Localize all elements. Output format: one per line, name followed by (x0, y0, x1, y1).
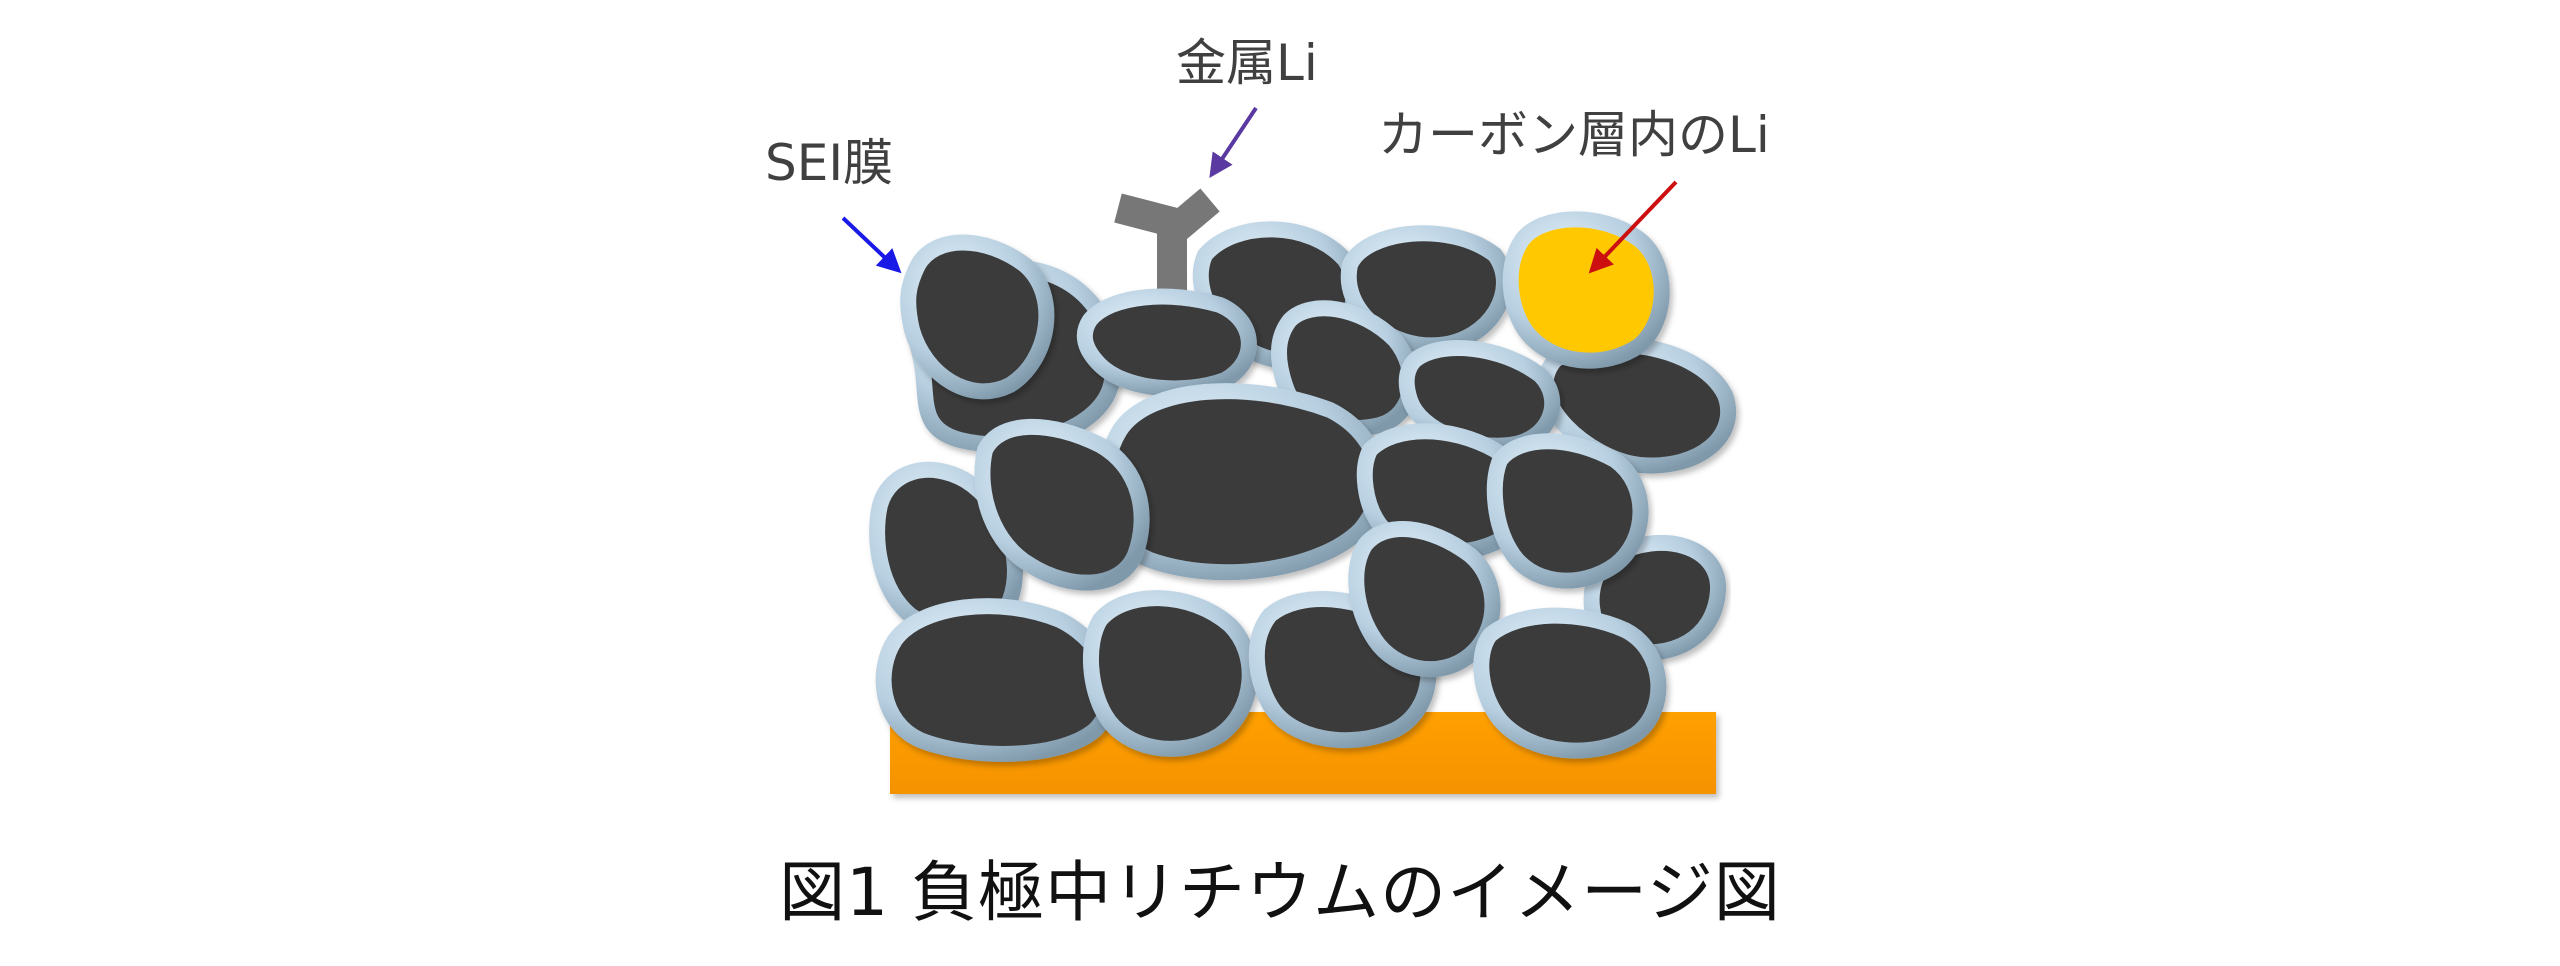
carbon-li-label: カーボン層内のLi (1378, 106, 1770, 164)
carbon-particles (869, 221, 1737, 762)
metal-li-arrow-icon (1209, 106, 1258, 178)
carbon-particle (974, 418, 1150, 591)
carbon-li-arrow-icon (1588, 180, 1678, 274)
carbon-particle (875, 598, 1119, 762)
carbon-particle (1486, 433, 1649, 589)
figure-caption: 図1 負極中リチウムのイメージ図 (779, 854, 1781, 931)
carbon-particle (1083, 590, 1258, 757)
metal-li-dendrite-icon (1114, 188, 1220, 292)
sei-arrow-icon (841, 216, 902, 274)
metal-li-label: 金属Li (1176, 34, 1318, 92)
intercalated-li-particle (1502, 211, 1670, 369)
carbon-particle (1473, 607, 1667, 759)
carbon-particle (1076, 288, 1257, 397)
carbon-particle (900, 234, 1055, 400)
carbon-particle (1348, 521, 1501, 678)
sei-label: SEI膜 (765, 134, 894, 192)
